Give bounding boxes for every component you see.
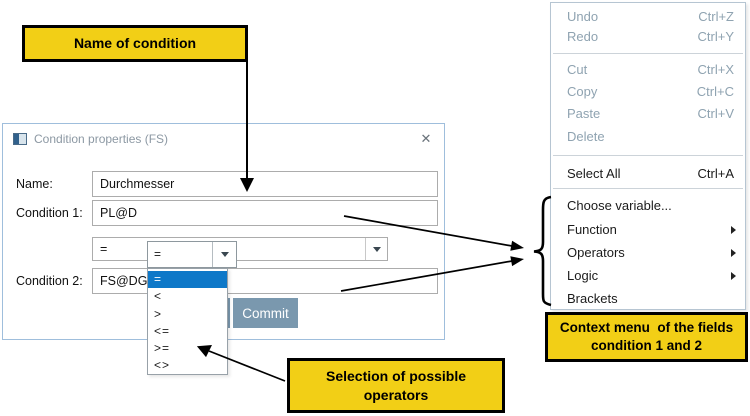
context-menu-item: Delete bbox=[551, 126, 745, 148]
operator-dropdown-editor[interactable]: = bbox=[147, 241, 237, 268]
context-menu-item: Undo Ctrl+Z bbox=[551, 6, 745, 28]
name-input[interactable] bbox=[92, 171, 438, 197]
menu-item-shortcut: Ctrl+Z bbox=[698, 9, 734, 24]
callout-text: operators bbox=[363, 386, 429, 403]
context-menu-item: Cut Ctrl+X bbox=[551, 59, 745, 81]
callout-selection-of-operators: Selection of possible operators bbox=[287, 358, 505, 413]
operator-combobox-value: = bbox=[100, 242, 108, 256]
callout-text: Name of condition bbox=[73, 35, 197, 52]
condition2-label: Condition 2: bbox=[16, 274, 83, 288]
menu-item-label: Logic bbox=[567, 268, 599, 283]
menu-item-label: Choose variable... bbox=[567, 198, 672, 213]
menu-separator bbox=[553, 155, 743, 156]
menu-item-label: Function bbox=[567, 222, 617, 237]
operator-dropdown-list: =<><=>=<> bbox=[147, 268, 228, 375]
context-menu-item[interactable]: Choose variable... bbox=[551, 195, 745, 217]
dropdown-option[interactable]: <> bbox=[154, 358, 171, 373]
dropdown-option[interactable]: >= bbox=[154, 341, 171, 356]
menu-item-label: Operators bbox=[567, 245, 625, 260]
menu-item-shortcut: Ctrl+V bbox=[697, 106, 734, 121]
menu-item-shortcut: Ctrl+X bbox=[697, 62, 734, 77]
context-menu-item: Redo Ctrl+Y bbox=[551, 26, 745, 48]
commit-button[interactable]: Commit bbox=[233, 298, 298, 328]
menu-separator bbox=[553, 188, 743, 189]
menu-item-label: Delete bbox=[567, 129, 605, 144]
context-menu-item[interactable]: Operators bbox=[551, 242, 745, 264]
menu-item-label: Select All bbox=[567, 166, 621, 181]
menu-item-shortcut: Ctrl+Y bbox=[697, 29, 734, 44]
context-menu-item: Copy Ctrl+C bbox=[551, 81, 745, 103]
operator-dropdown-value: = bbox=[154, 247, 162, 261]
callout-text: Selection of possible bbox=[325, 367, 467, 384]
dropdown-option[interactable]: <= bbox=[154, 323, 171, 338]
menu-item-label: Redo bbox=[567, 29, 599, 44]
name-label: Name: bbox=[16, 177, 53, 191]
menu-item-label: Copy bbox=[567, 84, 598, 99]
condition2-input[interactable] bbox=[92, 268, 438, 294]
submenu-arrow-icon bbox=[731, 226, 736, 234]
callout-name-of-condition: Name of condition bbox=[22, 25, 248, 62]
dialog-titlebar: Condition properties (FS) ✕ bbox=[3, 124, 444, 154]
menu-item-shortcut: Ctrl+A bbox=[697, 166, 734, 181]
dropdown-option[interactable]: < bbox=[154, 289, 163, 304]
dropdown-option[interactable]: = bbox=[148, 271, 227, 289]
context-menu-item[interactable]: Function bbox=[551, 219, 745, 241]
menu-item-label: Paste bbox=[567, 106, 601, 121]
callout-text: condition 1 and 2 bbox=[590, 338, 702, 353]
curly-brace bbox=[533, 195, 552, 307]
menu-separator bbox=[553, 53, 743, 54]
chevron-down-icon[interactable] bbox=[365, 238, 387, 260]
condition1-label: Condition 1: bbox=[16, 206, 83, 220]
submenu-arrow-icon bbox=[731, 249, 736, 257]
callout-context-menu: Context menu of the fields condition 1 a… bbox=[545, 312, 748, 362]
menu-item-shortcut: Ctrl+C bbox=[696, 84, 734, 99]
dropdown-option[interactable]: > bbox=[154, 306, 163, 321]
menu-item-label: Undo bbox=[567, 9, 599, 24]
context-menu-item[interactable]: Brackets bbox=[551, 288, 745, 310]
submenu-arrow-icon bbox=[731, 272, 736, 280]
menu-item-label: Brackets bbox=[567, 291, 618, 306]
chevron-down-icon[interactable] bbox=[212, 242, 236, 267]
window-icon bbox=[13, 133, 27, 145]
dialog-title: Condition properties (FS) bbox=[34, 132, 169, 146]
context-menu-item[interactable]: Logic bbox=[551, 265, 745, 287]
condition1-input[interactable] bbox=[92, 200, 438, 226]
context-menu-item[interactable]: Select All Ctrl+A bbox=[551, 163, 745, 185]
context-menu-item: Paste Ctrl+V bbox=[551, 103, 745, 125]
operator-combobox[interactable]: = bbox=[92, 237, 388, 261]
callout-text: Context menu of the fields bbox=[559, 319, 734, 335]
menu-item-label: Cut bbox=[567, 62, 588, 77]
context-menu: Undo Ctrl+Z Redo Ctrl+Y Cut Ctrl+X Copy Ctrl+C P… bbox=[550, 2, 746, 310]
close-icon[interactable]: ✕ bbox=[420, 131, 432, 146]
